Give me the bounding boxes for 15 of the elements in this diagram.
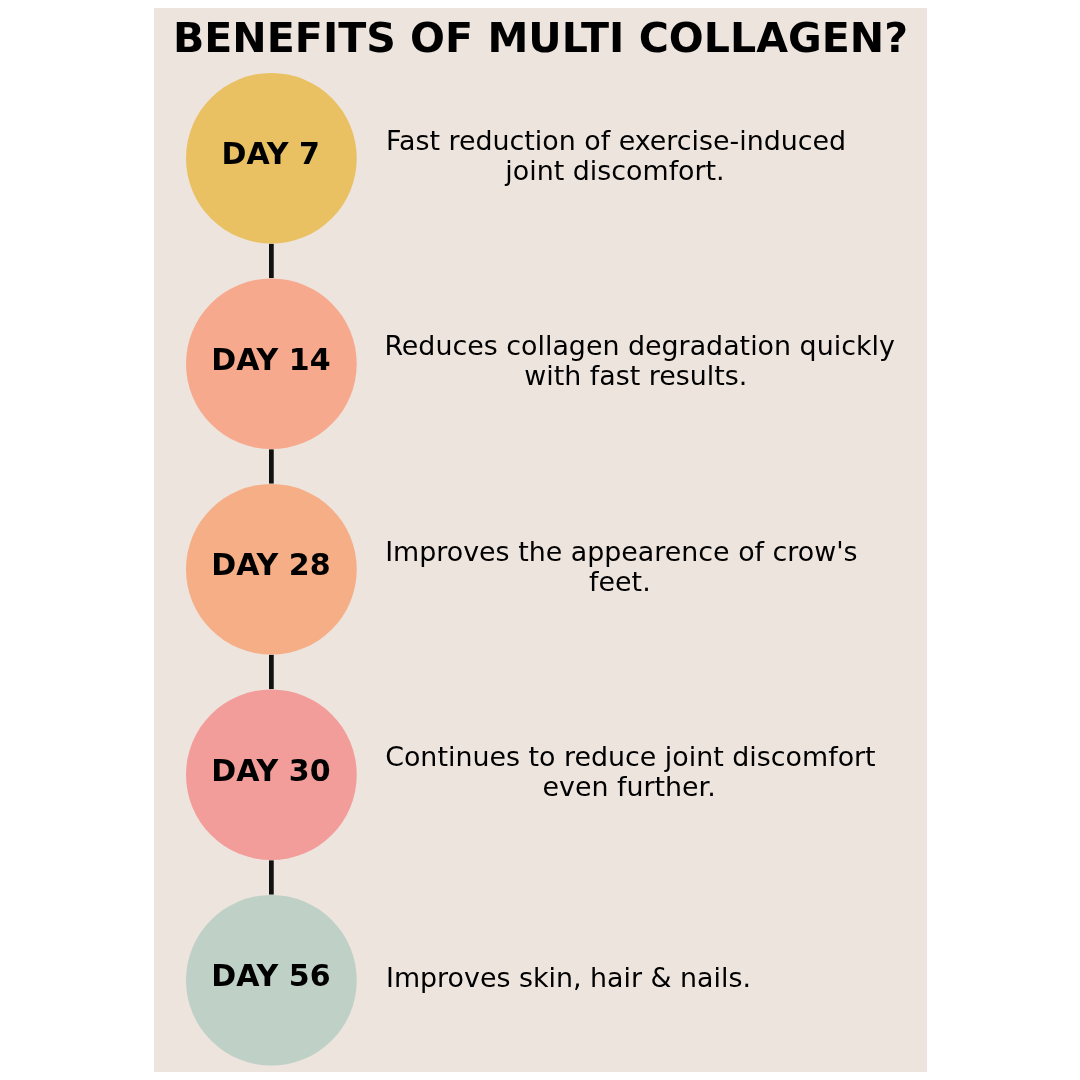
node-circle: DAY 7: [185, 72, 357, 244]
node-circle: DAY 56: [185, 894, 357, 1066]
connector: [268, 860, 274, 895]
node-label: Improves the appearence of crow's feet.: [384, 535, 858, 597]
diagram-title: BENEFITS OF MULTI COLLAGEN?: [172, 14, 908, 63]
node-label: Continues to reduce joint discomfort even further.: [384, 741, 876, 803]
node-label: Reduces collagen degradation quickly with fast results.: [383, 330, 895, 392]
node-label: Fast reduction of exercise-induced joint discomfort.: [385, 124, 846, 186]
connector: [268, 449, 274, 484]
connector: [268, 654, 274, 690]
connector: [268, 243, 274, 279]
node-circle: DAY 30: [185, 689, 357, 861]
node-circle: DAY 14: [185, 278, 357, 450]
node-label: Improves skin, hair & nails.: [385, 961, 751, 993]
node-circle: DAY 28: [185, 483, 357, 655]
